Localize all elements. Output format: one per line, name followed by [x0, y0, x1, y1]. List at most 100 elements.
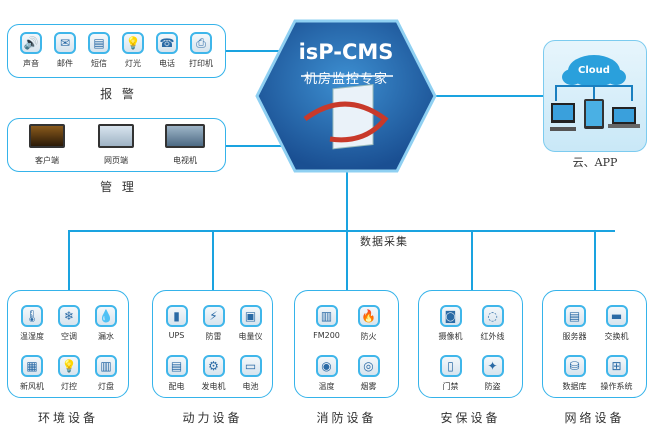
monitor-icon	[550, 103, 576, 131]
mail-icon: ✉	[54, 32, 76, 54]
device-icon: ✦	[481, 355, 504, 377]
management-caption: 管 理	[100, 180, 137, 194]
software-box-icon	[303, 84, 389, 150]
device-item[interactable]: ◌红外线	[473, 305, 513, 342]
management-item[interactable]: 网页端	[91, 124, 141, 166]
management-item[interactable]: 客户端	[22, 124, 72, 166]
center-title: isP-CMS	[298, 40, 394, 64]
device-item[interactable]: ▤配电	[157, 355, 197, 392]
device-icon: 🔥	[357, 305, 380, 327]
device-item[interactable]: 💡灯控	[49, 355, 89, 392]
device-item[interactable]: 🌡 温湿度	[12, 305, 52, 342]
device-item[interactable]: ▬ 交换机	[597, 305, 637, 342]
device-group-panel: 🌡 温湿度 ❄空调 💧 漏水 ▦新风机💡灯控 ▥ 灯盘	[7, 290, 129, 398]
device-icon: ▥	[95, 355, 117, 377]
device-item[interactable]: ⊞操作系统	[597, 355, 637, 392]
device-item[interactable]: ◙摄像机	[431, 305, 471, 342]
device-icon: 💧	[95, 305, 117, 327]
management-item[interactable]: 电视机	[160, 124, 210, 166]
device-group-panel: ▮ UPS ⚡ 防雷 ▣电量仪 ▤配电⚙ 发电机 ▭电池	[152, 290, 273, 398]
device-item[interactable]: ▤ 服务器	[555, 305, 595, 342]
device-item[interactable]: ▣电量仪	[231, 305, 271, 342]
device-icon: ▤	[563, 305, 586, 327]
device-icon: ◉	[315, 355, 338, 377]
alarm-item[interactable]: ⎙ 打印机	[181, 32, 221, 69]
device-group-panel: ▤ 服务器 ▬ 交换机 ⛁数据库⊞操作系统	[542, 290, 647, 398]
lightbulb-icon: 💡	[122, 32, 144, 54]
device-item-label: FM200	[313, 331, 340, 340]
device-item[interactable]: ▯门禁	[431, 355, 471, 392]
alarm-panel: 🔊声音✉ 邮件 ▤短信💡 灯光 ☎电话⎙ 打印机	[7, 24, 226, 78]
device-item[interactable]: 🔥 防火	[349, 305, 389, 342]
alarm-item[interactable]: ▤短信	[79, 32, 119, 69]
device-item-label: 防雷	[205, 332, 222, 341]
connector-drop	[68, 230, 70, 290]
isp-cms-hexagon	[255, 19, 437, 173]
device-item-label: 发电机	[201, 382, 226, 391]
device-item[interactable]: ⛁数据库	[555, 355, 595, 392]
alarm-item-label: 灯光	[125, 59, 141, 68]
device-group-caption: 安保设备	[440, 411, 501, 425]
data-collection-label: 数据采集	[360, 235, 408, 248]
alarm-item[interactable]: ☎电话	[147, 32, 187, 69]
device-item[interactable]: ◉ 温度	[307, 355, 347, 392]
device-item[interactable]: 💧 漏水	[86, 305, 126, 342]
device-item[interactable]: ⚡ 防雷	[194, 305, 234, 342]
device-item[interactable]: ▦新风机	[12, 355, 52, 392]
tv-icon	[165, 124, 205, 148]
alarm-item-label: 打印机	[189, 59, 213, 68]
device-item-label: 摄像机	[438, 332, 463, 341]
device-item[interactable]: ❄空调	[49, 305, 89, 342]
sms-icon: ▤	[88, 32, 110, 54]
connector-drop	[594, 230, 596, 290]
printer-icon: ⎙	[190, 32, 212, 54]
device-item-label: 防盗	[484, 382, 501, 391]
device-icon: ▮	[165, 305, 188, 327]
device-icon: ◎	[357, 355, 380, 377]
device-item[interactable]: ◎ 烟雾	[349, 355, 389, 392]
device-icon: 💡	[58, 355, 80, 377]
alarm-item[interactable]: 🔊声音	[11, 32, 51, 69]
device-item-label: 防火	[360, 332, 377, 341]
device-item-label: 服务器	[562, 332, 587, 341]
device-item[interactable]: ⚙ 发电机	[194, 355, 234, 392]
device-icon: ▬	[605, 305, 628, 327]
device-item-label: 漏水	[98, 332, 114, 341]
device-item-label: 电池	[242, 382, 259, 391]
alarm-item-label: 电话	[159, 59, 175, 68]
device-icon: ⚡	[202, 305, 225, 327]
device-item-label: 灯盘	[98, 382, 114, 391]
tablet-icon	[584, 99, 604, 129]
device-item-label: 电量仪	[238, 332, 263, 341]
device-icon: ⊞	[605, 355, 628, 377]
device-item-label: 交换机	[604, 332, 629, 341]
management-item-label: 网页端	[104, 156, 128, 165]
device-item-label: 温度	[318, 382, 335, 391]
device-icon: ⚙	[202, 355, 225, 377]
management-item-label: 客户端	[35, 156, 59, 165]
device-item-label: UPS	[168, 331, 185, 340]
connector-drop	[346, 230, 348, 290]
device-item-label: 烟雾	[360, 382, 377, 391]
cloud-label: Cloud	[578, 65, 610, 76]
center-subtitle: 机房监控专家	[303, 72, 388, 87]
device-item-label: 红外线	[480, 332, 505, 341]
device-item[interactable]: ▥FM200	[307, 305, 347, 340]
alarm-caption: 报 警	[100, 87, 137, 101]
alarm-item-label: 邮件	[57, 59, 73, 68]
connector-drop	[212, 230, 214, 290]
device-icon: 🌡	[21, 305, 43, 327]
alarm-item[interactable]: 💡 灯光	[113, 32, 153, 69]
device-item-label: 温湿度	[20, 332, 44, 341]
laptop-icon	[29, 124, 65, 148]
device-item[interactable]: ▥ 灯盘	[86, 355, 126, 392]
device-item[interactable]: ▮ UPS	[157, 305, 197, 340]
device-item[interactable]: ✦ 防盗	[473, 355, 513, 392]
connector-cloud	[430, 95, 543, 97]
device-group-caption: 环境设备	[37, 411, 98, 425]
connector-bus	[68, 230, 615, 232]
speaker-icon: 🔊	[20, 32, 42, 54]
management-item-label: 电视机	[173, 156, 197, 165]
alarm-item[interactable]: ✉ 邮件	[45, 32, 85, 69]
device-item[interactable]: ▭电池	[231, 355, 271, 392]
